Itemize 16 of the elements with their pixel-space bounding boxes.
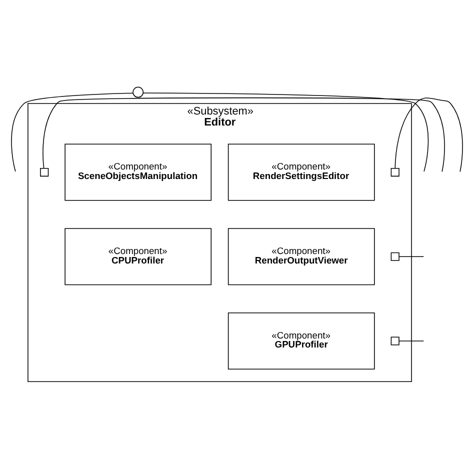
connector: [398, 340, 424, 341]
node-circle: [132, 86, 144, 98]
connector: [42, 96, 445, 172]
node-box: «Component» RenderOutputViewer: [228, 228, 375, 285]
node-box: [390, 167, 400, 176]
connector: [142, 92, 429, 172]
node-box: [40, 167, 49, 176]
node-box: «Component» RenderSettingsEditor: [228, 143, 375, 200]
node-box: «Component» GPUProfiler: [228, 312, 375, 370]
node-box: [390, 336, 400, 345]
connector: [11, 92, 134, 172]
connector: [394, 97, 463, 172]
node-box: «Component» SceneObjectsManipulation: [64, 143, 212, 200]
connector: [398, 256, 424, 257]
node-box: [390, 252, 400, 260]
node-box: «Component» CPUProfiler: [64, 228, 212, 285]
